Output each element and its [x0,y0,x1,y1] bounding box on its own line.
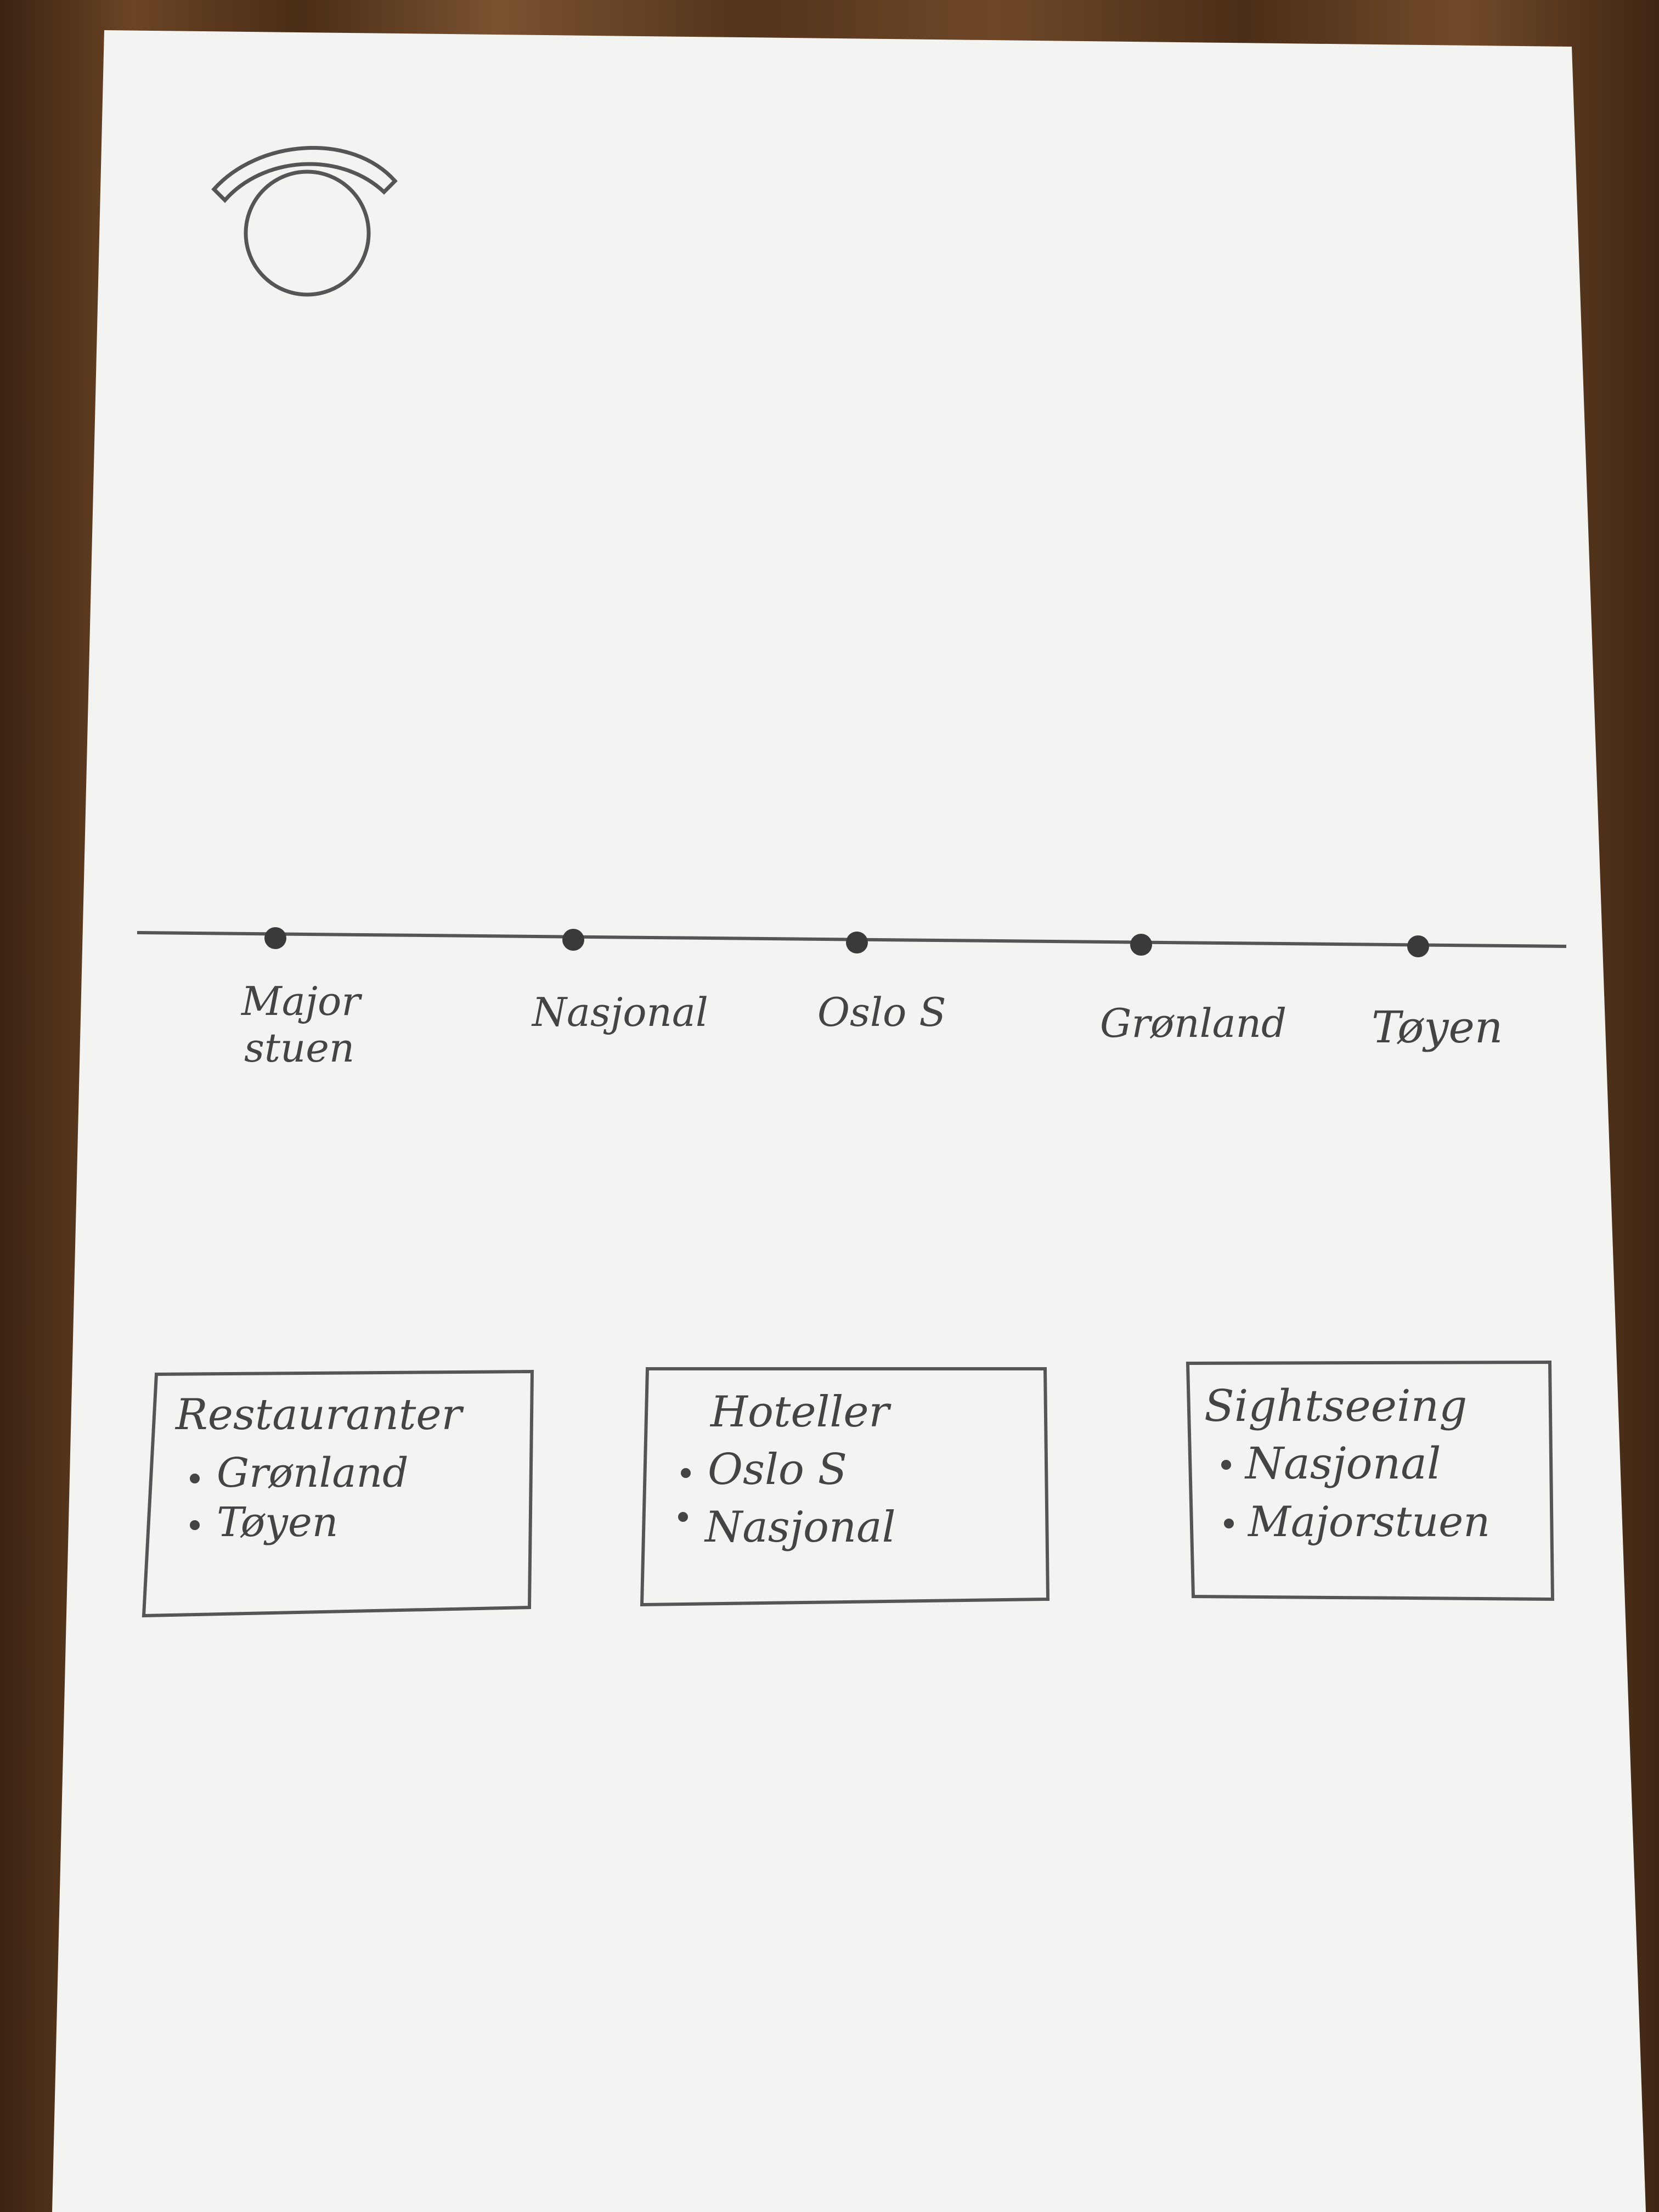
station-dot[interactable] [1130,934,1152,956]
box-item: Tøyen [217,1499,338,1546]
station-dot[interactable] [1407,935,1429,957]
box-hoteller[interactable]: Hoteller Oslo S Nasjonal [640,1367,1050,1607]
station-dot[interactable] [846,932,868,953]
station-label: Oslo S [817,989,946,1035]
station-label: Tøyen [1372,1002,1503,1053]
box-title: Sightseeing [1204,1380,1467,1431]
station-label: Major [240,978,362,1024]
bullet-icon [681,1468,691,1478]
station-majorstuen[interactable]: Major stuen [240,927,362,1071]
bullet-icon [1221,1460,1231,1470]
box-item: Oslo S [708,1445,847,1494]
station-nasjonal[interactable]: Nasjonal [531,929,708,1035]
bullet-icon [678,1512,688,1522]
compass-icon[interactable] [211,146,398,297]
box-border [1186,1360,1555,1601]
bullet-icon [190,1474,200,1483]
bullet-icon [1224,1519,1234,1528]
box-item: Nasjonal [1244,1438,1441,1489]
station-label-line2: stuen [244,1025,354,1071]
paper-sheet [52,30,1646,2212]
box-title: Hoteller [709,1387,892,1437]
box-sightseeing[interactable]: Sightseeing Nasjonal Majorstuen [1186,1360,1555,1601]
station-gronland[interactable]: Grønland [1100,934,1286,1046]
box-border [640,1367,1050,1607]
station-label: Nasjonal [531,989,708,1035]
box-restauranter[interactable]: Restauranter Grønland Tøyen [142,1369,534,1618]
station-dot[interactable] [562,929,584,951]
station-oslo-s[interactable]: Oslo S [817,932,946,1035]
box-item: Nasjonal [704,1503,896,1552]
station-toyen[interactable]: Tøyen [1372,935,1503,1053]
box-title: Restauranter [174,1390,465,1440]
box-border [142,1369,534,1618]
box-item: Grønland [217,1449,409,1497]
box-item: Majorstuen [1247,1497,1490,1546]
bullet-icon [190,1520,200,1530]
station-label: Grønland [1100,1000,1286,1046]
station-dot[interactable] [264,927,286,949]
